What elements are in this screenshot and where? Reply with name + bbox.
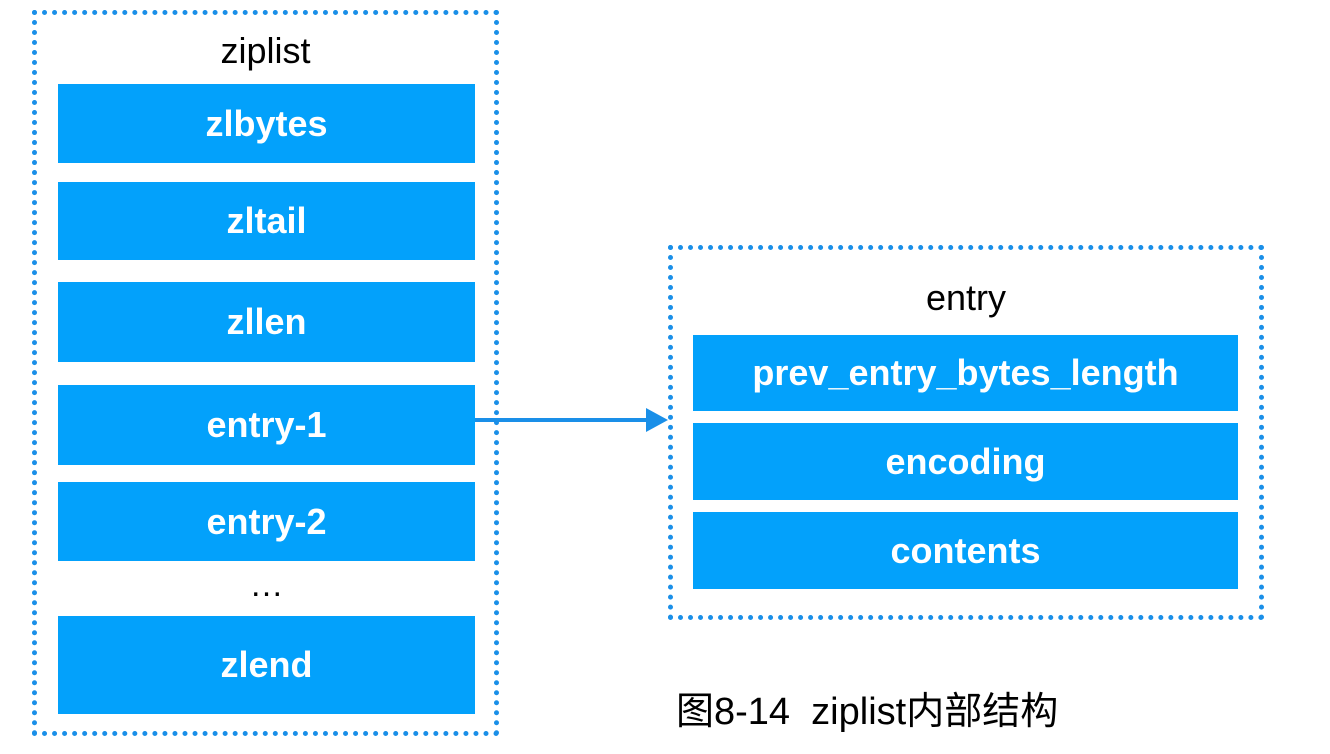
zlend-block: zlend: [58, 616, 475, 714]
contents-block: contents: [693, 512, 1238, 589]
entry-title: entry: [925, 277, 1007, 318]
encoding-block: encoding: [693, 423, 1238, 500]
zllen-block: zllen: [58, 282, 475, 362]
figure-caption: 图8-14 ziplist内部结构: [676, 691, 1059, 733]
entry-container: [668, 245, 1264, 620]
entry-1-block: entry-1: [58, 385, 475, 465]
arrow-head-icon: [646, 408, 668, 432]
ellipsis: …: [249, 566, 284, 604]
zltail-block: zltail: [58, 182, 475, 260]
ziplist-title: ziplist: [220, 30, 311, 71]
entry-2-block: entry-2: [58, 482, 475, 561]
ziplist-container: [32, 10, 499, 736]
prev-entry-bytes-length-block: prev_entry_bytes_length: [693, 335, 1238, 411]
zlbytes-block: zlbytes: [58, 84, 475, 163]
